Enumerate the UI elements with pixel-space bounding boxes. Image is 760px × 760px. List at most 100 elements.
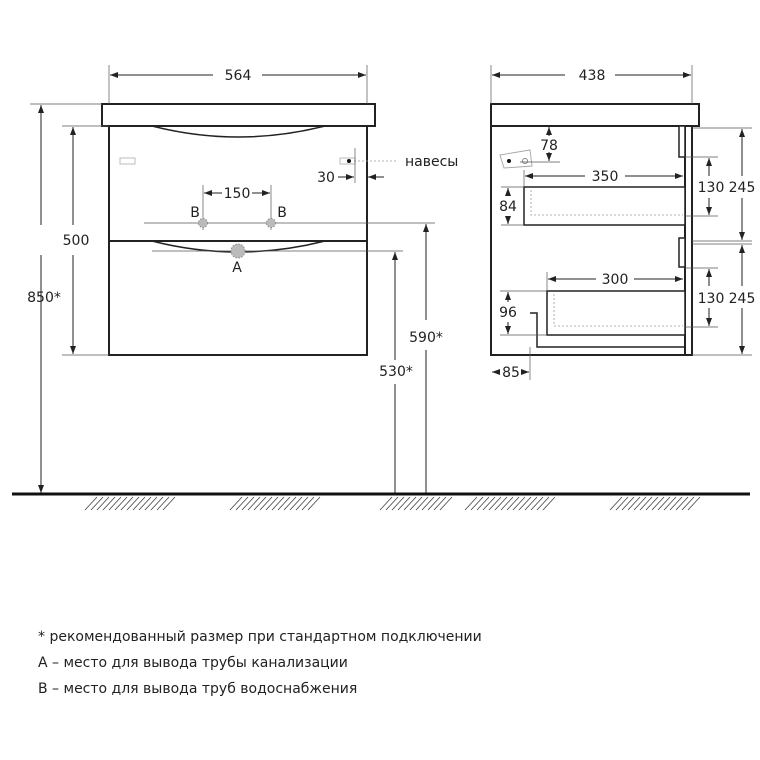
side-view: 438 78 350 84 300 96 85 — [490, 65, 756, 381]
floor-hatch-line — [464, 496, 478, 511]
floor-hatch-line — [669, 496, 683, 511]
hinge-bracket — [499, 149, 533, 169]
floor-hatch-line — [102, 496, 116, 511]
hinge-point — [347, 159, 351, 163]
floor-hatch-line — [84, 496, 98, 511]
floor-hatch-line — [494, 496, 508, 511]
floor-hatch-line — [530, 496, 544, 511]
floor-hatch-line — [241, 496, 255, 511]
front-view: навесы 564 850* 500 150 B B A — [27, 65, 458, 493]
floor-hatch-line — [633, 496, 647, 511]
floor-hatch-line — [108, 496, 122, 511]
floor-hatch-line — [90, 496, 104, 511]
countertop-front — [101, 103, 376, 127]
body-height-dimension: 500 — [63, 233, 90, 249]
front1-total-dimension: 245 — [729, 180, 756, 196]
floor-hatch-line — [295, 496, 309, 511]
front-panel-handle-bottom — [678, 237, 686, 268]
label-a: A — [232, 260, 242, 276]
floor-hatch-line — [289, 496, 303, 511]
width-dimension: 564 — [225, 68, 252, 84]
note-supply-b: В – место для вывода труб водоснабжения — [38, 681, 358, 697]
plinth-offset-dimension: 85 — [502, 365, 520, 381]
supply-height-dimension: 590* — [409, 330, 443, 346]
front-panel-handle-top — [678, 125, 686, 158]
floor-hatch-line — [651, 496, 665, 511]
hinge-depth-dimension: 78 — [540, 138, 558, 154]
floor-hatch-line — [518, 496, 532, 511]
drawer1-depth-dimension: 350 — [592, 169, 619, 185]
floor-hatch-line — [687, 496, 701, 511]
drawer2-height-dimension: 96 — [499, 305, 517, 321]
drawer1-height-dimension: 84 — [499, 199, 517, 215]
hinges-label: навесы — [405, 154, 458, 170]
floor-hatch-line — [609, 496, 623, 511]
plinth — [530, 312, 685, 348]
footnotes: * рекомендованный размер при стандартном… — [38, 624, 482, 702]
floor-hatch-line — [277, 496, 291, 511]
floor-hatch-line — [114, 496, 128, 511]
note-recommended-size: * рекомендованный размер при стандартном… — [38, 629, 482, 645]
floor-hatch-line — [265, 496, 279, 511]
floor-hatch-line — [132, 496, 146, 511]
drain-point-a — [230, 243, 246, 259]
label-b-left: B — [190, 205, 200, 221]
label-b-right: B — [277, 205, 287, 221]
hinge-offset-dimension: 30 — [317, 170, 335, 186]
floor-hatch-line — [283, 496, 297, 511]
floor-hatch-line — [307, 496, 321, 511]
floor-hatch-line — [138, 496, 152, 511]
floor-hatch-line — [542, 496, 556, 511]
drawer-top-side — [523, 186, 686, 226]
floor-hatch-line — [500, 496, 514, 511]
floor-hatch-line — [397, 496, 411, 511]
floor-hatch-line — [235, 496, 249, 511]
floor-hatch-line — [663, 496, 677, 511]
floor-hatch-line — [96, 496, 110, 511]
floor-hatch-line — [409, 496, 423, 511]
floor-hatch-line — [488, 496, 502, 511]
supply-point-b-left — [198, 218, 208, 228]
floor-hatch-line — [506, 496, 520, 511]
floor — [12, 492, 750, 511]
front2-total-dimension: 245 — [729, 291, 756, 307]
front2-height-dimension: 130 — [698, 291, 725, 307]
floor-hatch-line — [421, 496, 435, 511]
floor-hatch-line — [253, 496, 267, 511]
floor-hatch-line — [379, 496, 393, 511]
floor-hatch-line — [524, 496, 538, 511]
floor-hatch-line — [482, 496, 496, 511]
floor-hatch-line — [639, 496, 653, 511]
front1-height-dimension: 130 — [698, 180, 725, 196]
note-drain-a: А – место для вывода трубы канализации — [38, 655, 348, 671]
depth-dimension: 438 — [579, 68, 606, 84]
supply-point-b-right — [266, 218, 276, 228]
hinge-left — [119, 157, 136, 165]
floor-hatch-line — [144, 496, 158, 511]
floor-hatch-line — [621, 496, 635, 511]
floor-hatch-line — [403, 496, 417, 511]
floor-hatch-line — [627, 496, 641, 511]
floor-hatch-line — [427, 496, 441, 511]
floor-hatch-line — [415, 496, 429, 511]
floor-hatch-line — [271, 496, 285, 511]
floor-hatch-line — [162, 496, 176, 511]
floor-hatch-line — [645, 496, 659, 511]
floor-hatch-line — [657, 496, 671, 511]
drawer2-depth-dimension: 300 — [602, 272, 629, 288]
floor-hatch-line — [615, 496, 629, 511]
drawer-bottom-side — [546, 290, 686, 336]
floor-hatch-line — [385, 496, 399, 511]
floor-hatch-line — [229, 496, 243, 511]
floor-hatch-line — [120, 496, 134, 511]
floor-hatch-line — [259, 496, 273, 511]
floor-hatch-line — [476, 496, 490, 511]
floor-hatch-line — [247, 496, 261, 511]
pipe-spacing-dimension: 150 — [224, 186, 251, 202]
floor-hatch-line — [470, 496, 484, 511]
floor-hatch-line — [536, 496, 550, 511]
drain-height-dimension: 530* — [379, 364, 413, 380]
floor-hatch-line — [675, 496, 689, 511]
floor-hatch-line — [439, 496, 453, 511]
